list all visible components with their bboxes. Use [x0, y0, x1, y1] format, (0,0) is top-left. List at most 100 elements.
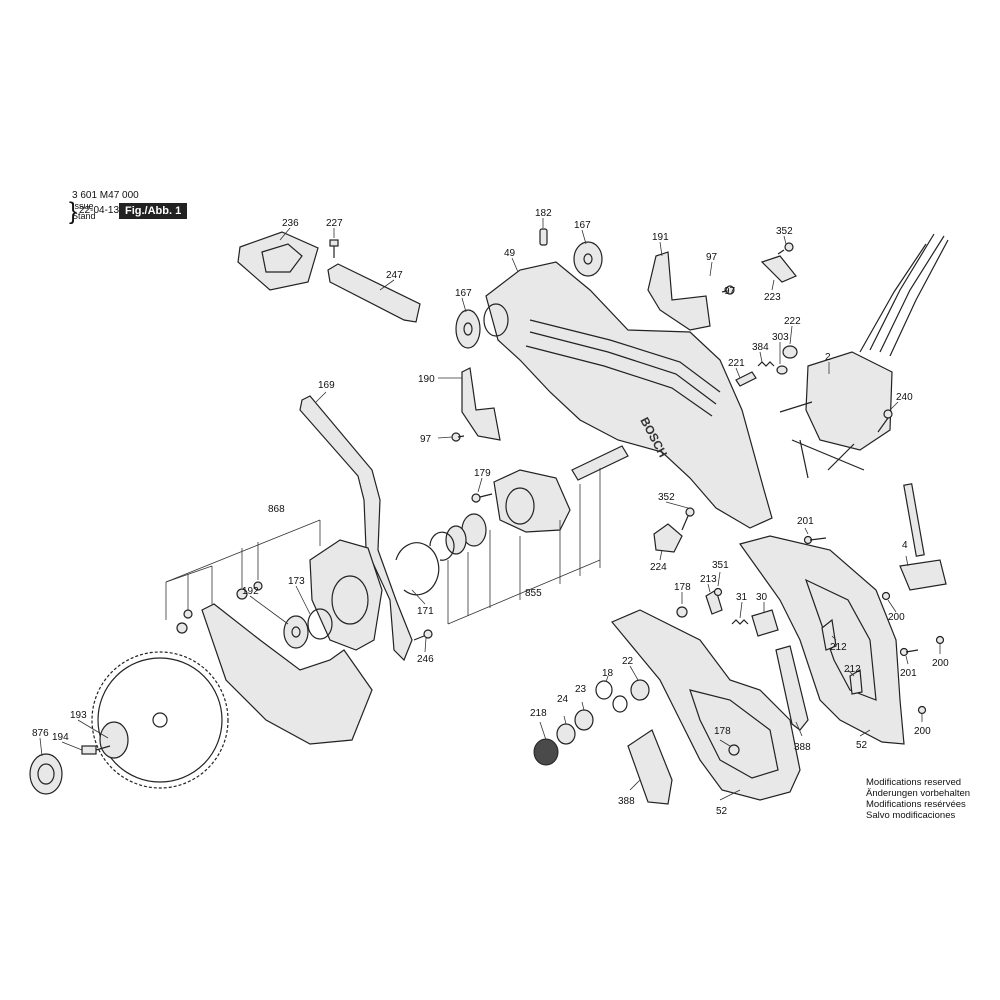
part-label: 18 — [602, 668, 614, 679]
part-868-guard — [201, 603, 373, 745]
part-label: 2 — [825, 352, 831, 363]
part-191-bracket — [647, 251, 711, 331]
part-label: 868 — [268, 504, 285, 515]
part-384-spring — [757, 361, 775, 367]
part-30-switch — [751, 609, 779, 637]
part-218-knob — [533, 738, 559, 766]
part-label: 24 — [557, 694, 569, 705]
part-868-washer — [176, 622, 188, 634]
part-223-clip — [760, 255, 797, 283]
part-24-washer — [556, 723, 576, 745]
part-label: 351 — [712, 560, 729, 571]
part-2-wires — [859, 233, 949, 357]
issue-label: Issue — [72, 201, 94, 211]
part-label: 178 — [674, 582, 691, 593]
part-label: 240 — [896, 392, 913, 403]
part-label: 222 — [784, 316, 801, 327]
part-label: 23 — [575, 684, 587, 695]
note-line: Modifications reserved — [866, 777, 962, 788]
part-label: 200 — [932, 658, 949, 669]
part-178-screw — [728, 744, 740, 756]
part-97-screw — [451, 432, 465, 442]
order-number: 3 601 M47 000 — [72, 190, 139, 201]
part-236-plate — [237, 231, 319, 291]
part-49-bore — [483, 303, 509, 337]
part-23-nut — [574, 709, 594, 731]
part-label: 97 — [724, 286, 736, 297]
part-868-washer — [183, 609, 193, 619]
part-label: 247 — [386, 270, 403, 281]
part-212-trigger — [821, 618, 837, 651]
part-190-bracket — [461, 367, 501, 441]
part-224-bracket — [653, 523, 683, 553]
part-label: 4 — [902, 540, 908, 551]
part-label: 97 — [420, 434, 432, 445]
modification-notes: Modifications reserved Änderungen vorbeh… — [866, 777, 970, 821]
part-label: 223 — [764, 292, 781, 303]
part-52-handle-inner — [804, 578, 877, 701]
part-label: 22 — [622, 656, 634, 667]
leader-lines — [39, 218, 941, 801]
part-label: 171 — [417, 606, 434, 617]
part-label: 855 — [525, 588, 542, 599]
part-855-circlip — [429, 531, 455, 561]
part-label: 167 — [455, 288, 472, 299]
part-label: 193 — [70, 710, 87, 721]
part-label: 49 — [504, 248, 516, 259]
part-label: 200 — [888, 612, 905, 623]
part-49-housing — [485, 261, 773, 529]
part-388-grip — [627, 729, 673, 805]
part-868-flange-housing — [309, 539, 383, 651]
part-388-grip — [775, 645, 809, 731]
part-171-snap-ring — [395, 542, 440, 596]
part-303-ring — [776, 365, 788, 375]
part-label: 192 — [242, 586, 259, 597]
part-label: 30 — [756, 592, 768, 603]
issue-date: 22-04-13 — [79, 205, 120, 216]
part-247-bar — [327, 263, 421, 323]
part-labels: 236 227 247 182 167 49 167 191 97 97 352… — [32, 208, 949, 817]
part-label: 224 — [650, 562, 667, 573]
part-49-rib — [529, 331, 717, 405]
part-868-washer — [236, 588, 248, 600]
part-label: 179 — [474, 468, 491, 479]
part-351-screw — [713, 587, 723, 597]
part-label: 52 — [856, 740, 868, 751]
part-label: 200 — [914, 726, 931, 737]
part-192-flange — [283, 615, 309, 649]
part-2-brackets — [779, 401, 865, 479]
part-label: 52 — [716, 806, 728, 817]
part-label: 182 — [535, 208, 552, 219]
part-97-screw — [721, 285, 735, 295]
note-line: Modifications resérvées — [866, 799, 966, 810]
part-31-spring — [731, 619, 749, 625]
part-label: 167 — [574, 220, 591, 231]
part-label: 190 — [418, 374, 435, 385]
part-2-stator — [805, 351, 893, 451]
part-label: 236 — [282, 218, 299, 229]
part-167-washer — [455, 309, 481, 349]
saw-blade — [91, 651, 229, 789]
part-182-pin — [539, 228, 548, 246]
part-label: 352 — [776, 226, 793, 237]
part-label: 201 — [797, 516, 814, 527]
part-178-screw — [676, 606, 688, 618]
part-label: 303 — [772, 332, 789, 343]
part-18-oring — [595, 680, 613, 700]
part-169-riving-knife — [299, 395, 413, 662]
note-line: Salvo modificaciones — [866, 810, 956, 821]
part-192-flange-bore — [291, 626, 301, 638]
part-label: 201 — [900, 668, 917, 679]
part-352-screw — [681, 507, 695, 531]
part-855-bearing — [505, 487, 535, 525]
part-52-handle-shell-left — [611, 609, 801, 801]
part-201-screw — [899, 647, 919, 657]
part-label: 388 — [618, 796, 635, 807]
figure-tag: Fig./Abb. 1 — [119, 203, 188, 219]
part-label: 194 — [52, 732, 69, 743]
part-49-rib — [529, 319, 721, 393]
part-label: 246 — [417, 654, 434, 665]
part-4-rod — [903, 483, 925, 557]
part-222-cap — [782, 345, 798, 359]
saw-blade-arbor — [152, 712, 168, 728]
